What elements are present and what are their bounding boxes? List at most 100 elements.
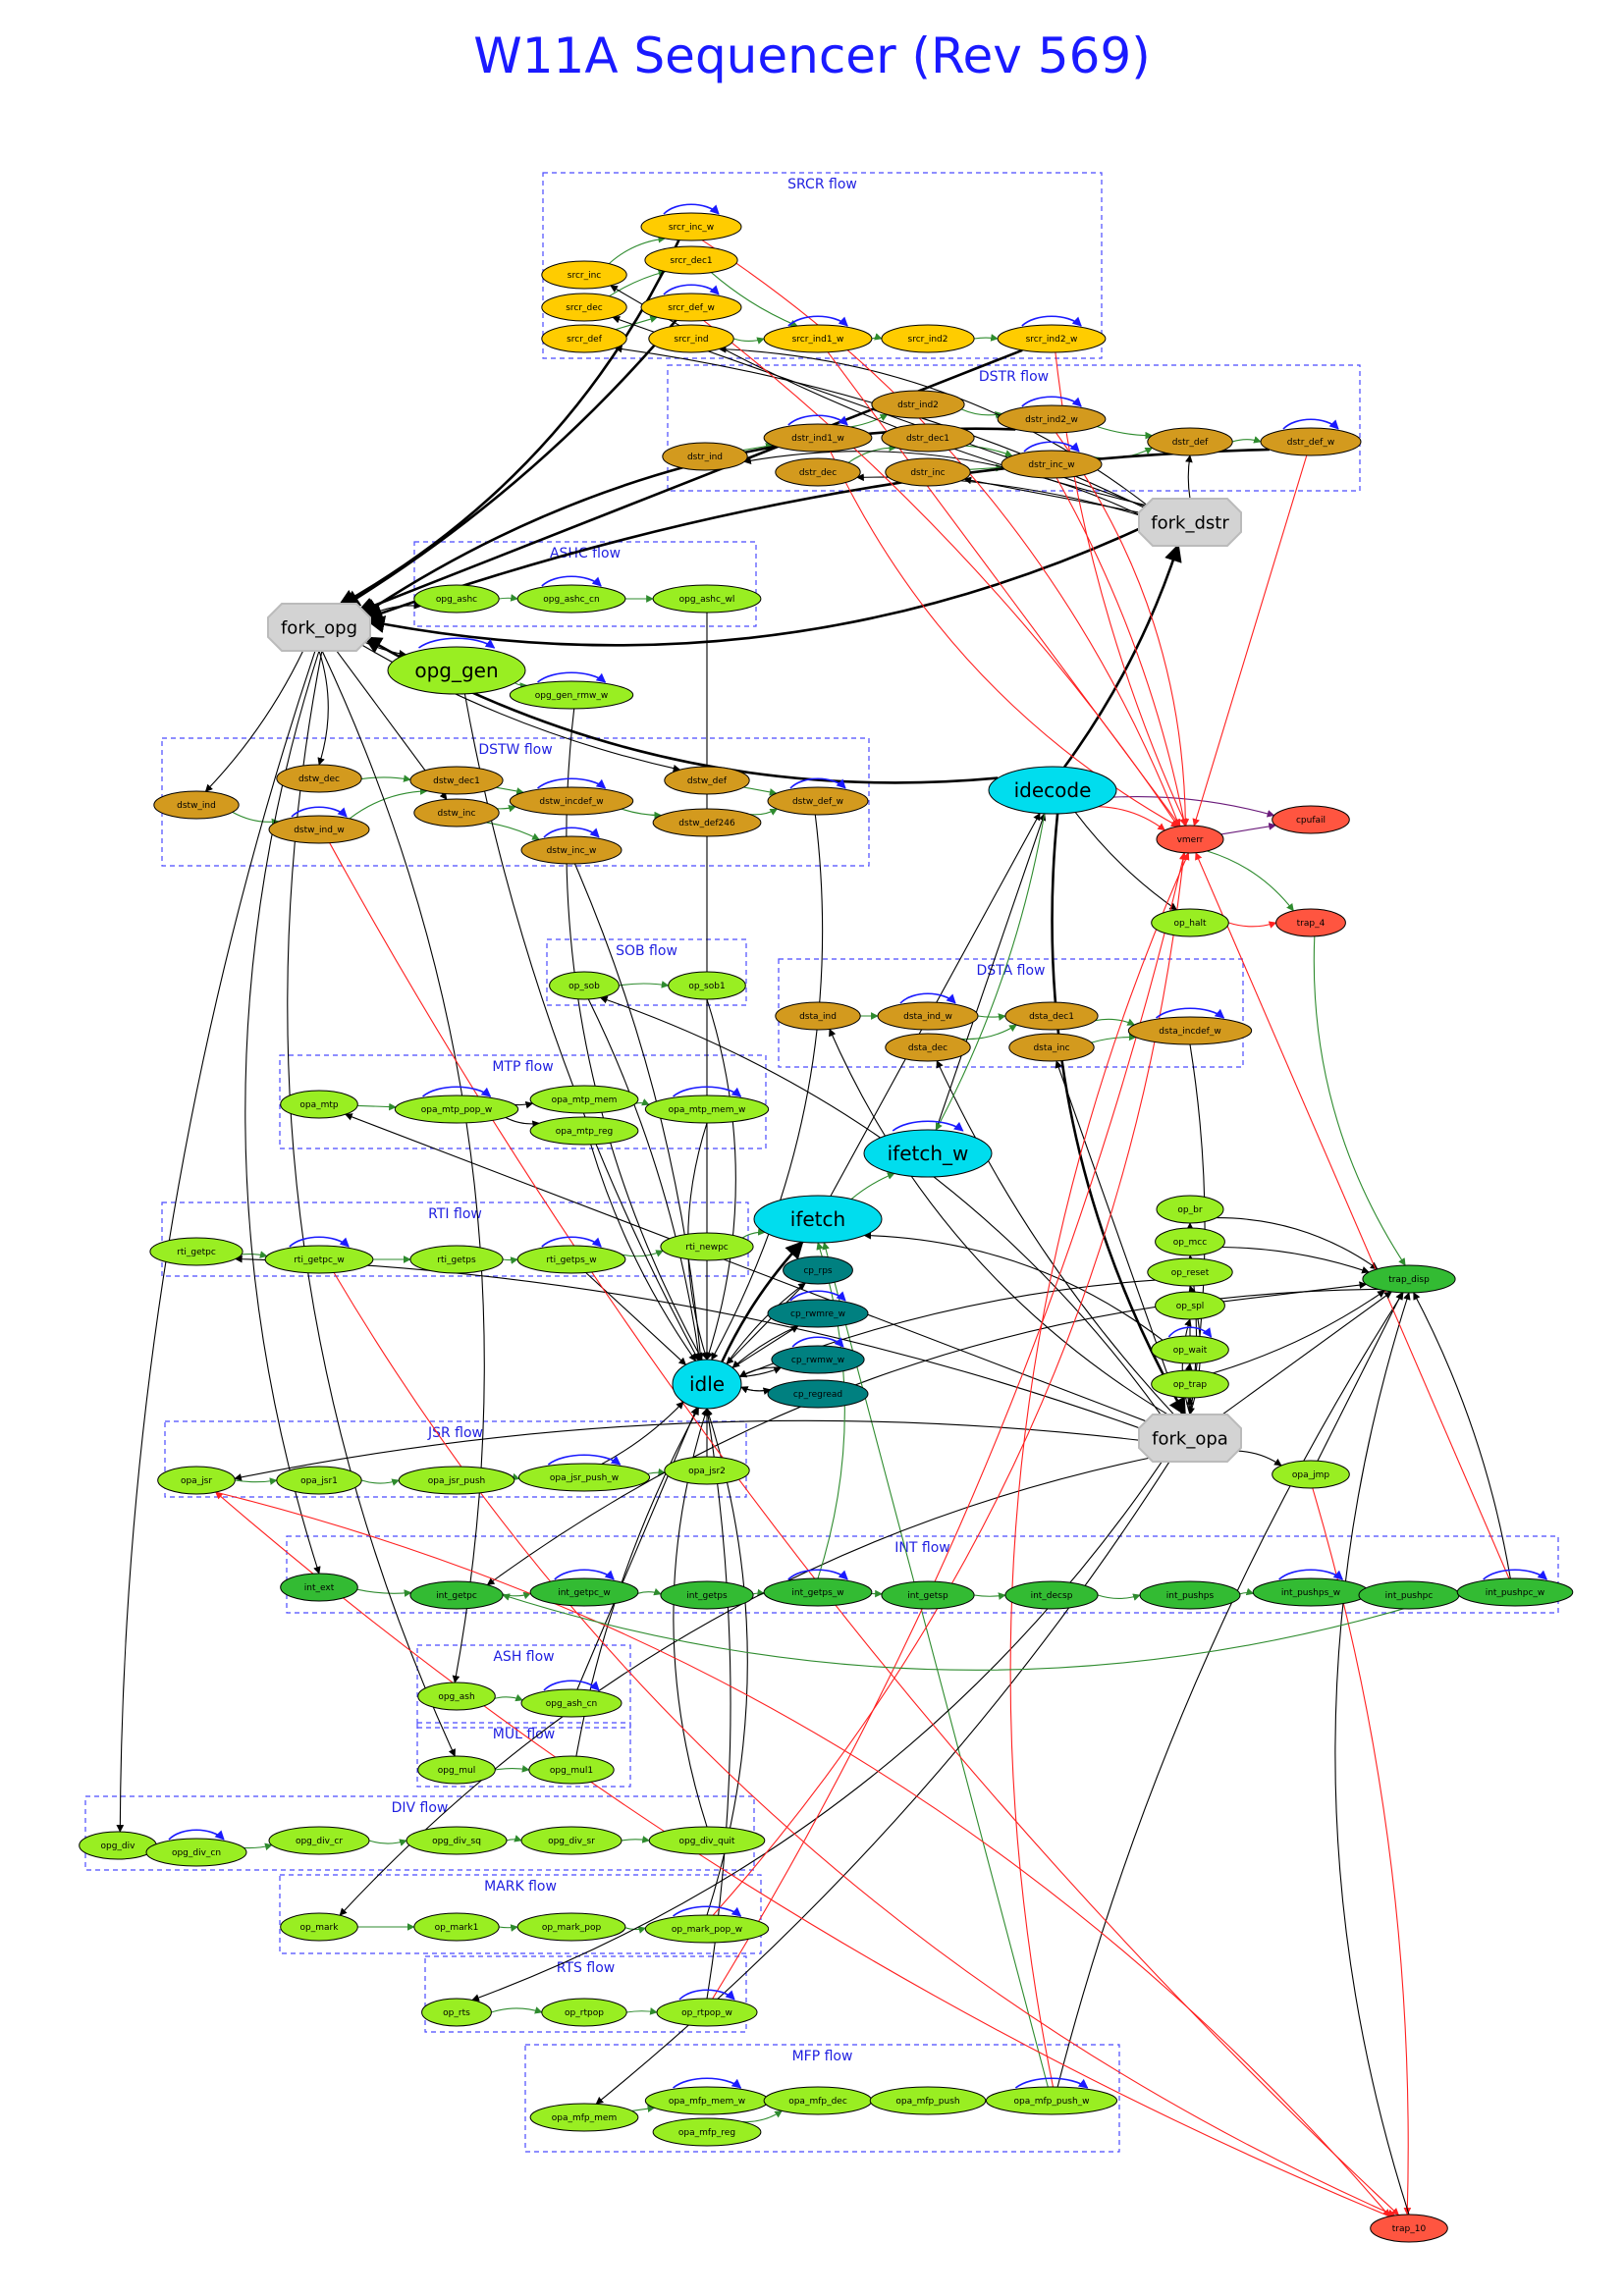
node-shape: [528, 1755, 615, 1785]
node-opg-div-cr: opg_div_cr: [268, 1826, 370, 1855]
node-shape: [268, 815, 370, 844]
node-shape: [157, 1466, 236, 1495]
cluster-mark-border: [279, 1874, 762, 1954]
self-loop: [1023, 441, 1080, 453]
edge-srcr_def_w-to-fork_opg: [342, 319, 677, 609]
node-cp-regread: cp_regread: [767, 1379, 869, 1409]
edge-ifetch-to-ifetch_w: [850, 1172, 895, 1201]
node-opg-div: opg_div: [79, 1831, 157, 1860]
node-shape: [280, 1912, 358, 1942]
node-shape: [394, 1095, 519, 1124]
edge-fork_opg-to-opg_ash: [321, 650, 485, 1683]
node-rti-getps-w: rti_getps_w: [516, 1236, 626, 1274]
node-dstr-inc-w: dstr_inc_w: [1001, 441, 1103, 479]
node-label: op_trap: [1173, 1380, 1207, 1390]
node-opa-mfp-push-w: opa_mfp_push_w: [985, 2077, 1118, 2115]
self-loop: [537, 671, 607, 683]
self-loop: [789, 1290, 846, 1302]
edge-srcr_ind-to-srcr_ind1_w: [733, 337, 765, 345]
node-label: dstr_def_w: [1287, 438, 1334, 448]
edge-fork_opa-to-op_rts: [471, 1458, 1165, 2002]
edge-op_rtpop-to-op_rtpop_w: [626, 2007, 658, 2015]
edge-idle-to-cp_rps: [726, 1282, 806, 1364]
node-dstr-ind2: dstr_ind2: [871, 390, 965, 419]
self-loop: [1156, 1007, 1225, 1019]
node-label: dstw_def_w: [792, 797, 843, 807]
node-label: opg_ashc: [436, 595, 477, 605]
node-cp-rwmw-w: cp_rwmw_w: [771, 1336, 865, 1374]
node-label: opg_div_sr: [548, 1837, 595, 1846]
cluster-label: RTI flow: [428, 1206, 482, 1222]
node-label: op_reset: [1171, 1268, 1210, 1278]
edge-fork_dstr-to-dstr_def: [1185, 454, 1193, 500]
node-opa-mtp-mem-w: opa_mtp_mem_w: [644, 1086, 770, 1124]
node-rti-getpc-w: rti_getpc_w: [264, 1236, 374, 1274]
node-op-halt: op_halt: [1151, 908, 1229, 937]
node-shape: [1456, 1577, 1574, 1607]
node-op-mark1: op_mark1: [413, 1912, 500, 1942]
edge-opg_gen-to-opg_gen_rmw_w: [514, 682, 528, 690]
self-loop: [673, 1905, 742, 1917]
node-int-pushpc: int_pushpc: [1358, 1580, 1460, 1610]
node-shape: [520, 835, 623, 865]
node-int-getpc: int_getpc: [409, 1580, 504, 1610]
edge-srcr_def-to-srcr_def_w: [615, 315, 658, 331]
node-shape: [1151, 1369, 1229, 1399]
node-shape: [516, 1912, 626, 1942]
node-label: dstr_ind2: [897, 400, 939, 410]
node-label: rti_newpc: [685, 1243, 729, 1253]
node-opa-mtp: opa_mtp: [280, 1090, 358, 1119]
node-shape: [863, 1129, 993, 1178]
self-loop: [791, 1336, 844, 1348]
node-label: opg_ashc_wl: [679, 595, 735, 605]
node-opa-mtp-pop-w: opa_mtp_pop_w: [394, 1086, 519, 1124]
node-label: int_getps: [686, 1591, 728, 1601]
self-loop: [787, 1569, 848, 1580]
node-label: vmerr: [1177, 835, 1204, 845]
node-trap-10: trap_10: [1370, 2214, 1448, 2243]
node-shape: [417, 1755, 496, 1785]
edge-dstw_ind-to-dstw_ind_w: [232, 811, 280, 827]
node-label: dsta_ind_w: [903, 1012, 952, 1022]
fork-shape: [267, 603, 371, 652]
node-rti-newpc: rti_newpc: [660, 1232, 754, 1261]
cluster-label: DSTA flow: [977, 963, 1046, 979]
node-shape: [869, 2086, 987, 2115]
edge-int_pushpc_w-to-trap_disp: [1413, 1292, 1511, 1579]
cluster-dstr-border: [667, 364, 1361, 492]
edge-srcr_dec-to-srcr_dec1: [609, 269, 667, 297]
edge-opg_div_cr-to-opg_div_sq: [368, 1839, 407, 1846]
edge-dsta_dec-to-dsta_dec1: [960, 1024, 1017, 1041]
node-opa-jsr: opa_jsr: [157, 1466, 236, 1495]
node-shape: [1275, 908, 1346, 937]
edge-fork_opa-to-opa_jsr: [234, 1419, 1140, 1481]
node-opa-jsr-push: opa_jsr_push: [398, 1466, 515, 1495]
node-label: dstr_inc: [910, 468, 945, 478]
edge-opa_mfp_reg-to-opa_mfp_dec: [742, 2109, 783, 2123]
node-label: opa_mfp_mem_w: [669, 2097, 745, 2107]
edge-idecode-to-fork_opa: [1051, 813, 1187, 1416]
node-label: op_mark_pop: [542, 1923, 602, 1933]
edge-op_sob-to-op_sob1: [619, 981, 670, 988]
node-dstw-dec1: dstw_dec1: [409, 766, 504, 795]
node-shape: [1147, 1257, 1233, 1287]
node-int-getps: int_getps: [660, 1580, 754, 1610]
node-label: dsta_ind: [799, 1012, 837, 1022]
node-srcr-def: srcr_def: [541, 324, 627, 353]
edge-srcr_inc_w-to-vmerr: [701, 240, 1181, 828]
self-loop: [1483, 1569, 1548, 1580]
edge-dstr_ind2_w-to-dstr_def: [1097, 425, 1154, 440]
node-label: opa_mfp_reg: [678, 2128, 735, 2138]
node-op-mark-pop: op_mark_pop: [516, 1912, 626, 1942]
node-shape: [516, 1245, 626, 1274]
node-shape: [529, 2103, 639, 2132]
node-shape: [1362, 1264, 1456, 1294]
self-loop: [663, 284, 720, 295]
node-dstr-inc: dstr_inc: [885, 457, 971, 487]
node-shape: [660, 1580, 754, 1610]
edge-opg_ash_cn-to-idle: [576, 1407, 698, 1690]
node-label: trap_10: [1392, 2224, 1427, 2234]
cluster-srcr: SRCR flow: [542, 172, 1103, 359]
node-label: dstr_ind: [687, 453, 723, 462]
